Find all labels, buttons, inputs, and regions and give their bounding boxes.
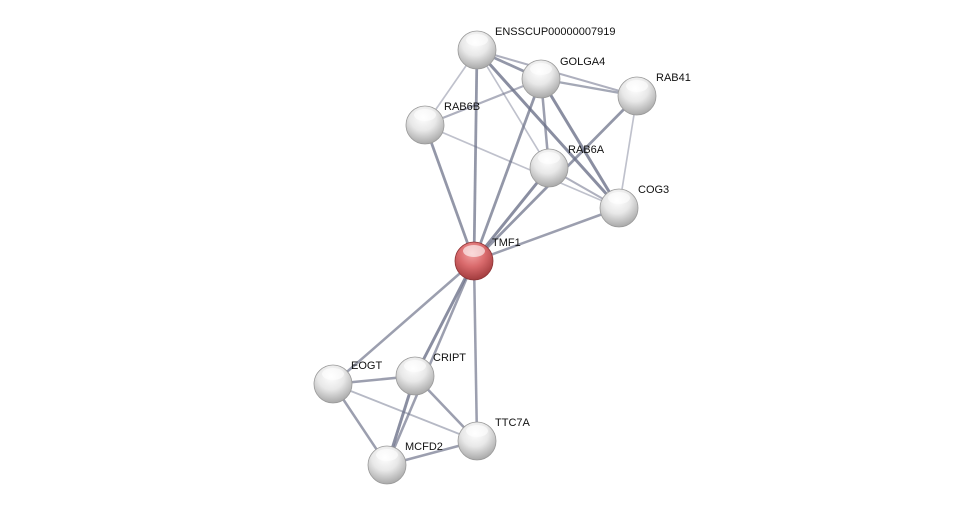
node-ensscup00000007919[interactable]: ENSSCUP00000007919 <box>457 26 615 70</box>
node-ttc7a[interactable]: TTC7A <box>457 417 531 461</box>
node-label: COG3 <box>638 184 669 196</box>
node-highlight <box>608 192 630 204</box>
edge-cog3-tmf1[interactable] <box>473 206 620 263</box>
node-rab6b[interactable]: RAB6B <box>405 101 480 145</box>
node-highlight <box>322 368 344 380</box>
node-rab6a[interactable]: RAB6A <box>529 144 605 188</box>
node-golga4[interactable]: GOLGA4 <box>521 56 605 99</box>
node-highlight <box>466 425 488 437</box>
edge-ensscup00000007919-rab6a[interactable] <box>476 49 550 169</box>
node-highlight <box>463 245 485 257</box>
node-highlight <box>538 152 560 164</box>
node-highlight <box>530 63 552 75</box>
node-eogt[interactable]: EOGT <box>313 360 382 404</box>
node-label: ENSSCUP00000007919 <box>495 26 615 38</box>
node-highlight <box>626 80 648 92</box>
node-highlight <box>376 449 398 461</box>
edge-rab6b-cog3[interactable] <box>424 124 620 209</box>
node-label: CRIPT <box>433 352 466 364</box>
edge-golga4-tmf1[interactable] <box>472 78 543 262</box>
edge-tmf1-eogt[interactable] <box>332 260 475 385</box>
node-label: GOLGA4 <box>560 56 605 68</box>
node-mcfd2[interactable]: MCFD2 <box>367 441 443 485</box>
node-label: RAB41 <box>656 72 691 84</box>
node-cog3[interactable]: COG3 <box>599 184 669 228</box>
node-highlight <box>466 34 488 46</box>
edge-ensscup00000007919-tmf1[interactable] <box>472 49 479 262</box>
node-rab41[interactable]: RAB41 <box>617 72 691 116</box>
edge-tmf1-mcfd2[interactable] <box>385 260 476 466</box>
node-cript[interactable]: CRIPT <box>395 352 466 396</box>
edge-golga4-cog3[interactable] <box>539 78 621 209</box>
node-label: EOGT <box>351 360 382 372</box>
edge-tmf1-ttc7a[interactable] <box>472 260 479 442</box>
node-highlight <box>404 360 426 372</box>
edge-rab6b-tmf1[interactable] <box>423 124 476 262</box>
node-label: RAB6A <box>568 144 605 156</box>
edge-golga4-rab6b[interactable] <box>424 78 542 126</box>
edge-ensscup00000007919-cog3[interactable] <box>475 49 621 209</box>
node-label: RAB6B <box>444 101 480 113</box>
edge-rab6a-tmf1[interactable] <box>472 167 551 262</box>
node-label: MCFD2 <box>405 441 443 453</box>
node-label: TMF1 <box>492 237 521 249</box>
node-highlight <box>414 109 436 121</box>
edge-tmf1-cript[interactable] <box>413 260 476 377</box>
node-label: TTC7A <box>495 417 531 429</box>
node-tmf1[interactable]: TMF1 <box>454 237 521 281</box>
